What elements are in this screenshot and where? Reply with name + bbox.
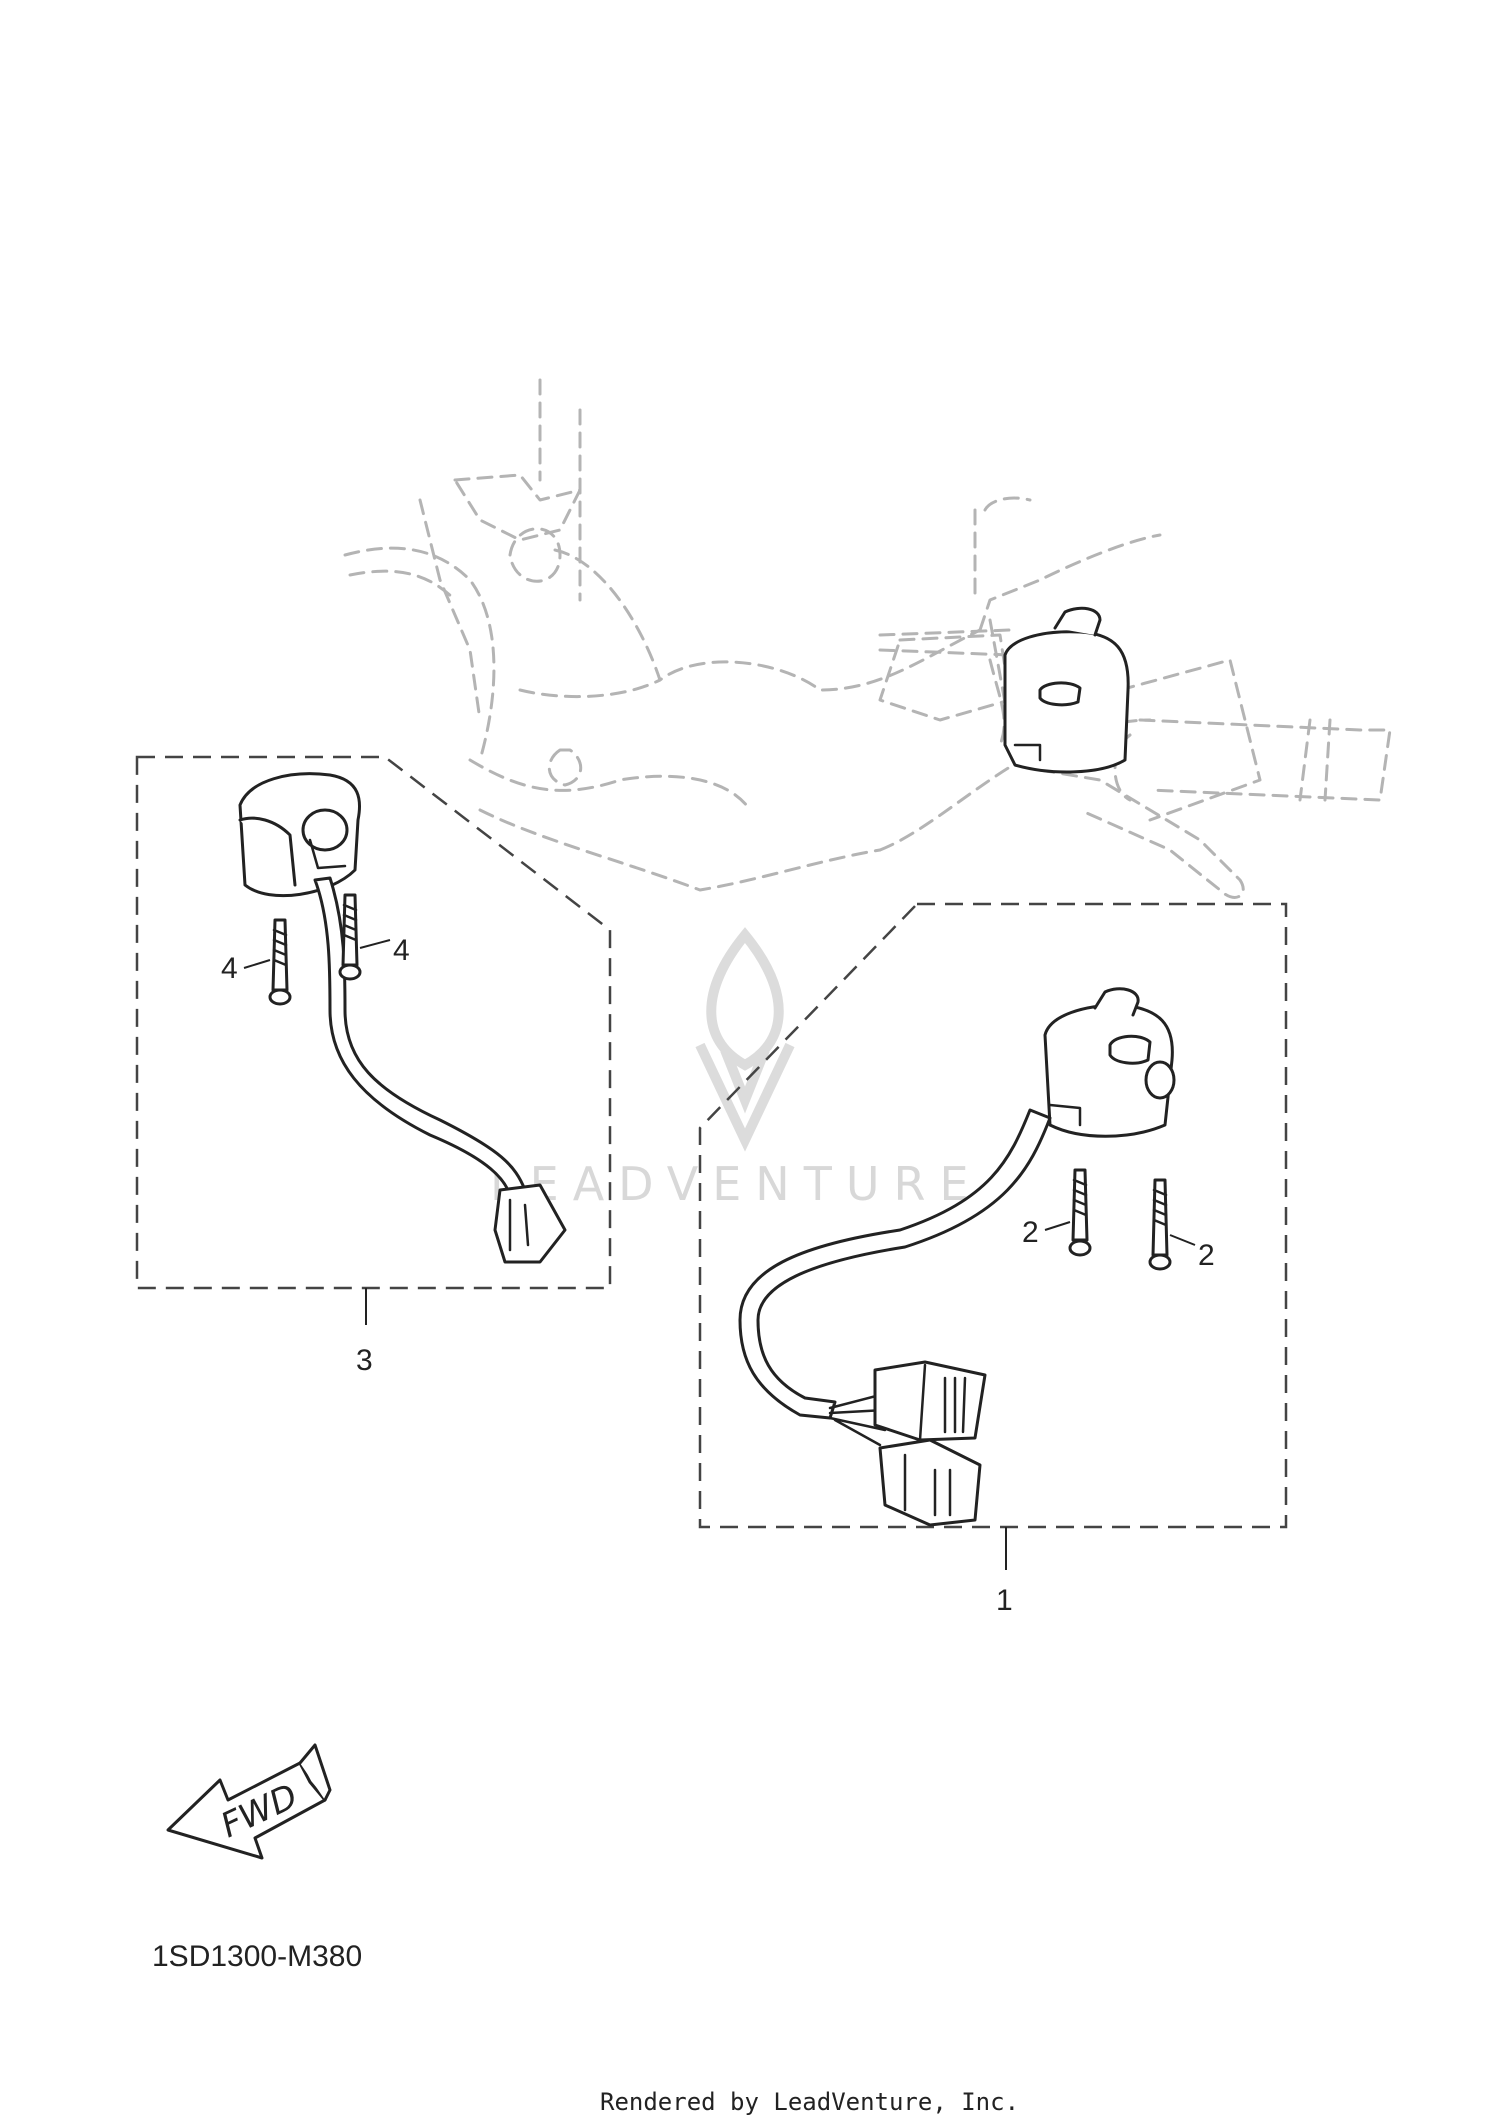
flame-logo-icon (695, 927, 795, 1152)
watermark-text: LEADVENTURE (490, 1157, 983, 1211)
leader-4b (359, 939, 391, 949)
leader-2a (1044, 1221, 1071, 1231)
callout-1: 1 (996, 1584, 1013, 1617)
part-3-frame (135, 755, 612, 1290)
leader-4a (243, 959, 271, 969)
callout-2b: 2 (1198, 1239, 1215, 1272)
diagram-code: 1SD1300-M380 (152, 1940, 362, 1973)
render-credit: Rendered by LeadVenture, Inc. (600, 2088, 1019, 2116)
callout-4a: 4 (221, 952, 238, 985)
leadventure-watermark: LEADVENTURE (490, 927, 983, 1211)
screw-2b (1148, 1178, 1172, 1271)
leader-2b (1169, 1234, 1196, 1246)
screw-4b (338, 893, 362, 981)
screw-2a (1068, 1168, 1092, 1257)
fwd-arrow-icon: FWD (166, 1743, 332, 1860)
right-handlebar-switch (738, 987, 1176, 1527)
handlebar-context (343, 378, 1392, 899)
callout-4b: 4 (393, 934, 410, 967)
right-switch-installed (1003, 606, 1130, 774)
callout-3: 3 (356, 1344, 373, 1377)
left-handlebar-switch (238, 772, 567, 1264)
callout-2a: 2 (1022, 1216, 1039, 1249)
part-1-frame (698, 902, 1288, 1529)
screw-4a (268, 918, 292, 1006)
